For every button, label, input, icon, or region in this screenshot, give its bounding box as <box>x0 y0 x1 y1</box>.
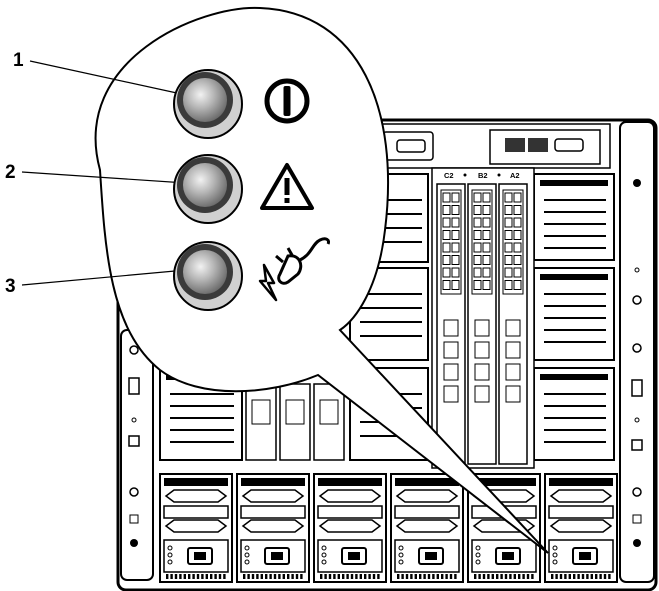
network-port <box>504 280 513 290</box>
io-module-slots: C2 B2 A2 <box>431 167 535 469</box>
module-slot <box>505 319 521 337</box>
network-port <box>451 205 460 215</box>
network-port <box>442 217 451 228</box>
power-plug-icon <box>258 237 330 302</box>
network-port <box>473 217 482 228</box>
fan-module-column-right <box>533 173 615 461</box>
callout-number-1: 1 <box>13 50 24 71</box>
slot-label-b2: B2 <box>478 171 488 180</box>
power-icon <box>264 78 310 124</box>
network-port <box>482 192 491 203</box>
network-port <box>504 242 513 253</box>
network-port <box>473 192 482 203</box>
network-port <box>482 242 491 253</box>
network-port <box>442 242 451 253</box>
power-indicator <box>173 69 243 139</box>
module-slot <box>505 363 521 381</box>
slot-label-c2: C2 <box>444 171 454 180</box>
network-port <box>451 255 460 265</box>
power-supply-unit <box>159 473 233 583</box>
module-slot <box>505 341 521 359</box>
network-port <box>513 267 522 278</box>
network-port <box>451 267 460 278</box>
network-port <box>473 242 482 253</box>
module-slot <box>443 363 459 381</box>
network-port <box>442 205 451 215</box>
network-port <box>513 192 522 203</box>
power-supply-unit <box>544 473 618 583</box>
network-port <box>482 205 491 215</box>
network-port <box>482 230 491 240</box>
network-port <box>451 192 460 203</box>
network-port <box>473 255 482 265</box>
network-port <box>451 242 460 253</box>
module-slot <box>474 341 490 359</box>
network-port <box>442 192 451 203</box>
network-port <box>504 255 513 265</box>
warning-icon <box>260 163 314 210</box>
module-slot <box>474 319 490 337</box>
network-port <box>442 230 451 240</box>
network-port <box>473 267 482 278</box>
network-port <box>482 280 491 290</box>
network-port <box>482 267 491 278</box>
power-supply-unit <box>390 473 464 583</box>
module-slot <box>443 319 459 337</box>
module-slot <box>443 341 459 359</box>
network-port <box>473 230 482 240</box>
callout-number-2: 2 <box>5 162 16 183</box>
power-supply-row <box>159 473 618 583</box>
port-grid <box>442 192 522 403</box>
module-slot <box>443 385 459 403</box>
power-supply-unit <box>236 473 310 583</box>
network-port <box>442 255 451 265</box>
network-port <box>473 280 482 290</box>
kvm-modules <box>245 383 345 461</box>
network-port <box>482 217 491 228</box>
network-port <box>513 217 522 228</box>
callout-number-3: 3 <box>5 276 16 297</box>
leader-lines <box>21 60 187 286</box>
network-port <box>442 267 451 278</box>
psu-indicator <box>173 241 243 311</box>
network-port <box>504 205 513 215</box>
power-supply-unit <box>313 473 387 583</box>
network-port <box>473 205 482 215</box>
network-port <box>513 242 522 253</box>
network-port <box>451 217 460 228</box>
network-port <box>451 280 460 290</box>
network-port <box>504 267 513 278</box>
network-port <box>442 280 451 290</box>
module-slot <box>474 385 490 403</box>
fan-module <box>533 267 615 361</box>
status-indicator <box>173 154 243 224</box>
fan-module <box>533 173 615 261</box>
module-slot <box>505 385 521 403</box>
network-port <box>513 255 522 265</box>
module-slot <box>474 363 490 381</box>
network-port <box>504 192 513 203</box>
network-port <box>504 230 513 240</box>
network-port <box>451 230 460 240</box>
network-port <box>482 255 491 265</box>
network-port <box>513 205 522 215</box>
fan-module <box>533 367 615 461</box>
network-port <box>513 230 522 240</box>
slot-label-a2: A2 <box>510 171 520 180</box>
network-port <box>513 280 522 290</box>
callout-bubble <box>94 6 549 554</box>
network-port <box>504 217 513 228</box>
